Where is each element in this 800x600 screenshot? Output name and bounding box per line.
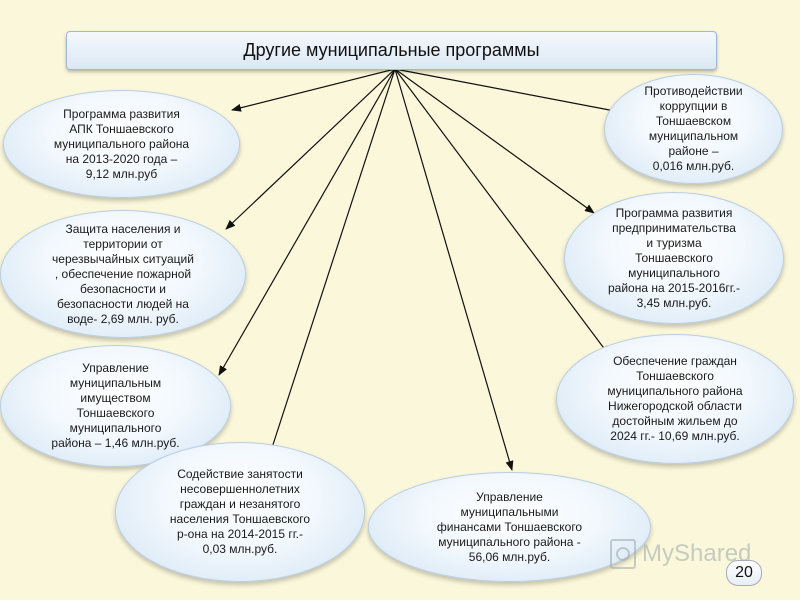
node-apk-text: Программа развития АПК Тоншаевского муни… [53,106,190,181]
diagram-title-box: Другие муниципальные программы [66,31,717,70]
arrow-to-employment [266,68,396,461]
node-emergency-text: Защита населения и территории от черезвы… [52,221,194,326]
node-housing-text: Обеспечение граждан Тоншаевского муницип… [607,354,743,443]
arrow-to-finance [394,68,514,471]
node-property-text: Управление муниципальным имуществом Тонш… [51,361,180,450]
node-finance-management: Управление муниципальными финансами Тонш… [368,472,651,582]
node-finance-text: Управление муниципальными финансами Тонш… [436,489,583,564]
node-apk-program: Программа развития АПК Тоншаевского муни… [3,90,240,198]
arrow-to-apk [231,68,396,112]
node-housing-provision: Обеспечение граждан Тоншаевского муницип… [556,334,794,464]
arrow-to-emergency [225,68,396,230]
arrow-to-property [218,68,396,376]
watermark-logo-icon [610,539,636,569]
arrow-to-housing [394,68,610,356]
node-business-tourism: Программа развития предпринимательства и… [564,192,784,324]
node-employment-assistance: Содействие занятости несовершеннолетних … [115,442,365,582]
arrow-to-corruption [394,68,621,115]
node-business-text: Программа развития предпринимательства и… [608,205,740,310]
diagram-title: Другие муниципальные программы [243,40,540,60]
node-corruption-text: Противодействии коррупции в Тоншаевском … [644,84,743,173]
node-employment-text: Содействие занятости несовершеннолетних … [169,467,311,556]
node-property-management: Управление муниципальным имуществом Тонш… [0,345,231,467]
node-corruption-counteraction: Противодействии коррупции в Тоншаевском … [604,74,783,184]
node-emergency-protection: Защита населения и территории от черезвы… [0,210,246,338]
arrow-to-business [394,68,595,214]
page-number-badge: 20 [726,560,762,586]
page-number: 20 [735,564,753,581]
